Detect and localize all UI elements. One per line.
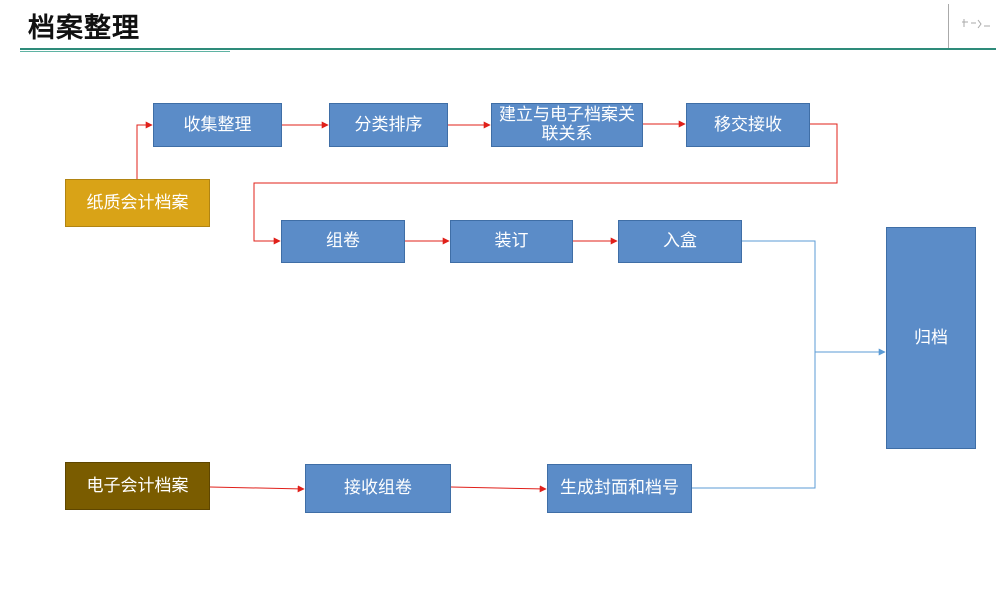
bind-node: 装订 — [450, 220, 573, 263]
title-underline — [20, 48, 996, 50]
link-transfer-to-group — [253, 123, 838, 245]
collect-node: 收集整理 — [153, 103, 282, 147]
link-electronic-to-receive — [209, 485, 305, 493]
paper-archive-node: 纸质会计档案 — [65, 179, 210, 227]
receive-group-node: 接收组卷 — [305, 464, 451, 513]
corner-divider — [948, 4, 949, 48]
group-volume-node: 组卷 — [281, 220, 405, 263]
link-paper-to-collect — [136, 121, 153, 180]
link-receive-to-cover — [450, 485, 547, 493]
cover-number-node: 生成封面和档号 — [547, 464, 692, 513]
associate-electronic-node: 建立与电子档案关联关系 — [491, 103, 643, 147]
link-cover-to-junction — [692, 352, 816, 489]
box-node: 入盒 — [618, 220, 742, 263]
archive-node: 归档 — [886, 227, 976, 449]
link-box-to-junction — [742, 240, 816, 352]
classify-node: 分类排序 — [329, 103, 448, 147]
electronic-archive-node: 电子会计档案 — [65, 462, 210, 510]
transfer-node: 移交接收 — [686, 103, 810, 147]
corner-decoration-icon — [962, 19, 990, 29]
title-underline-accent — [20, 51, 230, 52]
page-title: 档案整理 — [28, 13, 140, 44]
